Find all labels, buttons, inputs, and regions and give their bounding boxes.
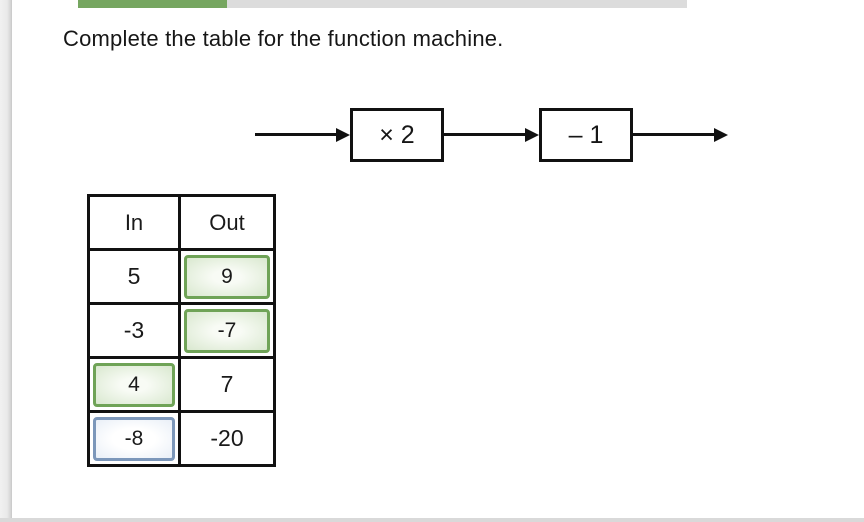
progress-fill: [78, 0, 228, 8]
arrow-right-icon: [633, 128, 728, 142]
table-row: 4 7: [87, 356, 276, 413]
cell-out: 7: [178, 356, 276, 413]
arrow-head: [525, 128, 539, 142]
table-row: 5 9: [87, 248, 276, 305]
bottom-edge-bar: [0, 518, 864, 522]
arrow-head: [336, 128, 350, 142]
page-title: Complete the table for the function mach…: [63, 26, 504, 51]
arrow-right-icon: [444, 128, 539, 142]
arrow-line: [633, 133, 716, 136]
answer-value: -7: [217, 318, 237, 342]
cell-out: -7: [178, 302, 276, 359]
table-row: -8 -20: [87, 410, 276, 467]
answer-slot[interactable]: 9: [184, 254, 270, 299]
cell-in: -8: [87, 410, 181, 467]
cell-out: -20: [178, 410, 276, 467]
answer-value: 9: [221, 264, 233, 288]
arrow-line: [255, 133, 338, 136]
page-edge-shadow: [0, 0, 12, 522]
machine-op-subtract-box: – 1: [539, 108, 633, 162]
progress-bar: [78, 0, 687, 8]
input-value: -8: [124, 426, 144, 450]
in-out-table: In Out 5 9 -3 -7: [87, 194, 276, 467]
cell-in: 4: [87, 356, 181, 413]
function-machine-diagram: × 2 – 1: [255, 107, 728, 163]
cell-value: 5: [127, 263, 141, 289]
answer-value: 4: [128, 372, 140, 396]
arrow-right-icon: [255, 128, 350, 142]
machine-op-multiply-box: × 2: [350, 108, 444, 162]
cell-value: 7: [220, 371, 234, 397]
arrow-head: [714, 128, 728, 142]
answer-slot[interactable]: -7: [184, 308, 270, 353]
cell-in: 5: [87, 248, 181, 305]
answer-slot[interactable]: 4: [93, 362, 175, 407]
header-out: Out: [178, 194, 276, 251]
cell-value: -20: [210, 425, 244, 451]
table-header-row: In Out: [87, 194, 276, 251]
table-row: -3 -7: [87, 302, 276, 359]
arrow-line: [444, 133, 527, 136]
cell-in: -3: [87, 302, 181, 359]
cell-value: -3: [123, 317, 145, 343]
header-in: In: [87, 194, 181, 251]
machine-op-multiply-label: × 2: [379, 120, 415, 149]
cell-out: 9: [178, 248, 276, 305]
machine-op-subtract-label: – 1: [568, 120, 604, 149]
active-answer-input[interactable]: -8: [93, 416, 175, 461]
